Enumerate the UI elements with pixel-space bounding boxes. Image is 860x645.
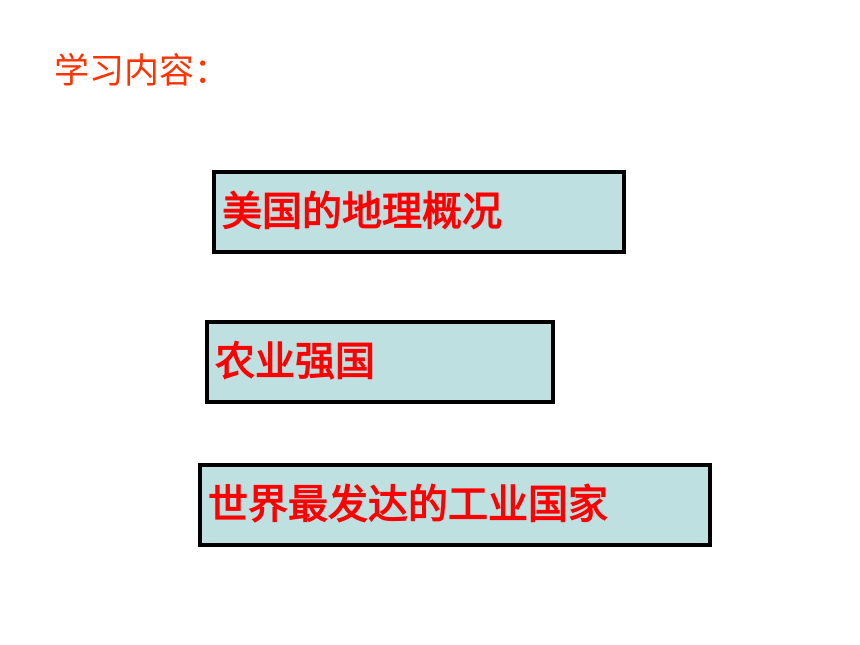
- topic-box-geography[interactable]: 美国的地理概况: [212, 170, 626, 254]
- topic-box-industry[interactable]: 世界最发达的工业国家: [198, 463, 712, 547]
- topic-label-agriculture: 农业强国: [215, 339, 375, 385]
- topic-label-industry: 世界最发达的工业国家: [208, 482, 608, 528]
- topic-box-agriculture[interactable]: 农业强国: [205, 320, 555, 404]
- topic-label-geography: 美国的地理概况: [222, 189, 502, 235]
- slide-heading: 学习内容：: [54, 52, 230, 92]
